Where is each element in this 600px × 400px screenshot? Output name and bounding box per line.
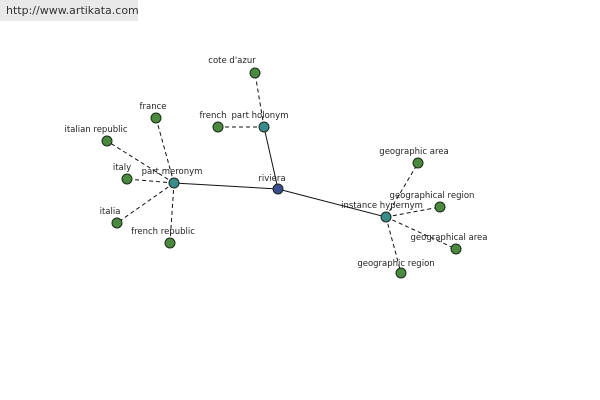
edge-instance-hypernym-to-geographical-region xyxy=(385,206,441,218)
label-geographic-region: geographic region xyxy=(357,259,434,269)
node-part-meronym[interactable] xyxy=(168,177,180,189)
node-italy[interactable] xyxy=(121,173,133,185)
label-geographic-area: geographic area xyxy=(379,147,448,157)
graph-labels: riviera part meronym part holonym instance … xyxy=(64,56,487,269)
node-part-holonym[interactable] xyxy=(258,121,270,133)
edge-part-meronym-to-italian-republic xyxy=(106,140,175,184)
edge-instance-hypernym-to-geographic-area xyxy=(385,162,419,218)
source-url-link[interactable]: http://www.artikata.com xyxy=(0,0,139,21)
edge-part-holonym-to-cote-dazur xyxy=(254,72,265,128)
edge-instance-hypernym-to-geographical-area xyxy=(385,216,457,250)
node-geographic-area[interactable] xyxy=(412,157,424,169)
label-geographical-area: geographical area xyxy=(411,233,488,243)
label-part-holonym: part holonym xyxy=(232,111,289,121)
label-italy: italy xyxy=(113,163,131,173)
label-italian-republic: italian republic xyxy=(64,125,127,135)
edge-riviera-to-part-holonym xyxy=(263,126,279,190)
label-instance-hypernym: instance hypernym xyxy=(341,201,423,211)
label-french-republic: french republic xyxy=(131,227,195,237)
edge-riviera-to-instance-hypernym xyxy=(277,188,387,218)
edge-part-meronym-to-france xyxy=(155,117,175,184)
node-france[interactable] xyxy=(150,112,162,124)
label-geographical-region: geographical region xyxy=(390,191,475,201)
node-riviera[interactable] xyxy=(272,183,284,195)
label-part-meronym: part meronym xyxy=(142,167,203,177)
graph-edges xyxy=(106,72,457,274)
node-italian-republic[interactable] xyxy=(101,135,113,147)
node-geographical-region[interactable] xyxy=(434,201,446,213)
edge-instance-hypernym-to-geographic-region xyxy=(385,216,402,274)
node-italia[interactable] xyxy=(111,217,123,229)
edge-part-meronym-to-french-republic xyxy=(169,182,175,244)
label-france: france xyxy=(140,102,167,112)
edge-riviera-to-part-meronym xyxy=(173,182,279,190)
edge-part-meronym-to-italia xyxy=(116,182,175,224)
edge-part-meronym-to-italy xyxy=(126,178,175,184)
label-cote-dazur: cote d'azur xyxy=(208,56,256,66)
node-geographical-area[interactable] xyxy=(450,243,462,255)
node-french[interactable] xyxy=(212,121,224,133)
node-geographic-region[interactable] xyxy=(395,267,407,279)
node-instance-hypernym[interactable] xyxy=(380,211,392,223)
label-riviera: riviera xyxy=(258,174,285,184)
graph-nodes xyxy=(101,67,462,279)
node-cote-dazur[interactable] xyxy=(249,67,261,79)
label-italia: italia xyxy=(100,207,121,217)
label-french: french xyxy=(200,111,227,121)
node-french-republic[interactable] xyxy=(164,237,176,249)
